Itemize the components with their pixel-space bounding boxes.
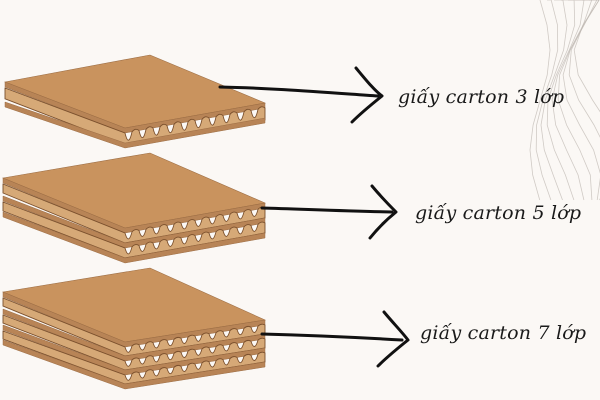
board-bottom-sheet: [2, 339, 266, 390]
arrow-right-icon: [260, 184, 398, 240]
carton-board-5-layer: [1, 152, 267, 264]
board-flute-layer: [2, 201, 266, 259]
board-bottom-sheet: [2, 211, 266, 264]
board-flute-layer: [2, 314, 266, 371]
carton-board-7-layer: [1, 267, 267, 390]
board-flute-layer: [2, 183, 266, 244]
label-carton-5-layer: giấy carton 5 lớp: [415, 202, 582, 224]
board-bottom-sheet: [4, 101, 266, 149]
wavy-lines-decoration: [529, 0, 600, 201]
label-carton-3-layer: giấy carton 3 lớp: [398, 86, 565, 108]
arrow-right-icon: [260, 310, 410, 368]
label-carton-7-layer: giấy carton 7 lớp: [420, 322, 587, 344]
arrow-right-icon: [218, 66, 384, 124]
carton-board-3-layer: [3, 54, 267, 149]
board-flute-layer: [2, 297, 266, 357]
board-flute-layer: [2, 330, 266, 385]
